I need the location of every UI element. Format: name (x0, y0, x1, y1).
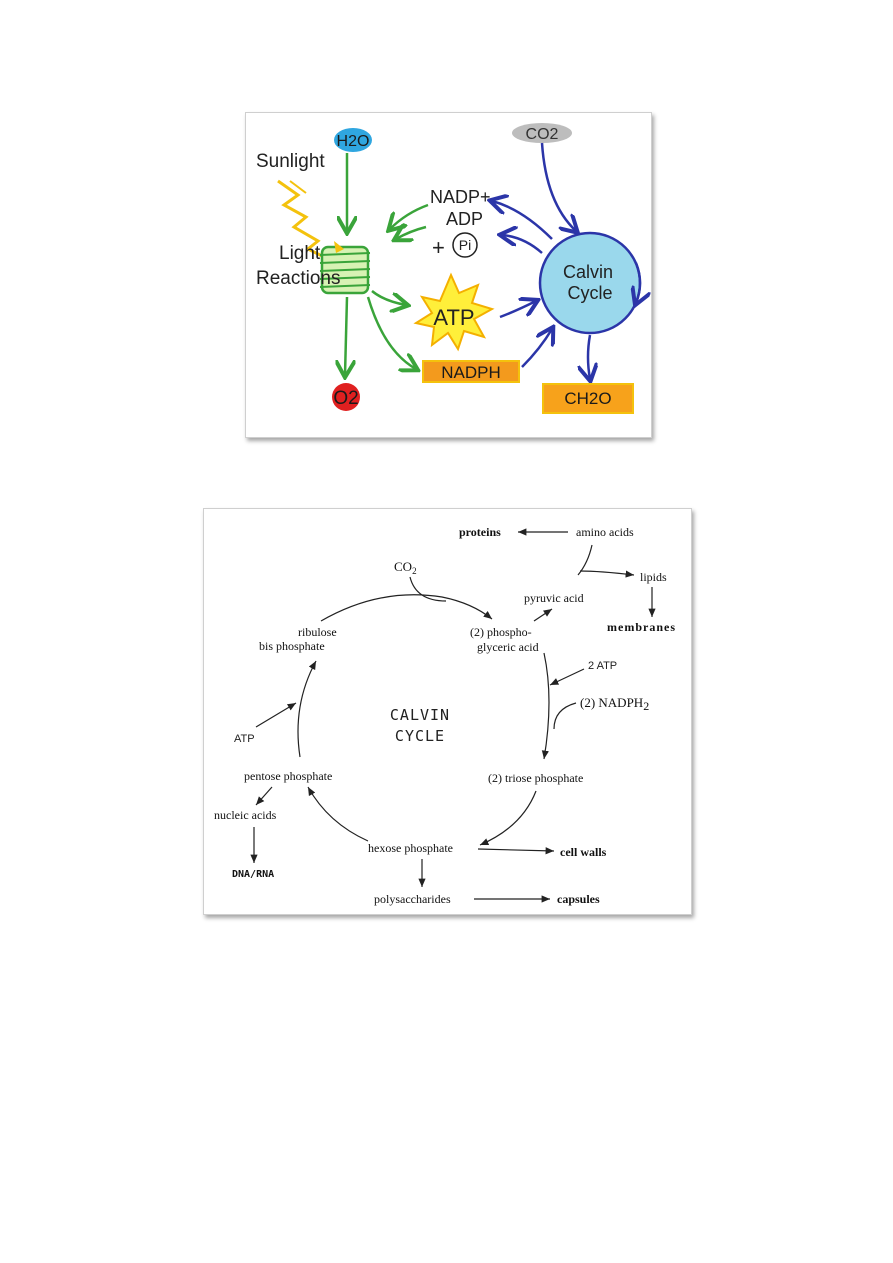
calvin-cycle-line2: Cycle (567, 283, 612, 303)
sunlight-ray (277, 179, 333, 263)
cell-walls-label: cell walls (560, 845, 607, 859)
polysaccharides-label: polysaccharides (374, 892, 451, 906)
cycle-arc-pga-to-triose (541, 652, 550, 760)
light-reactions-svg: H2O CO2 Sunlight Light Reactions NADP+ A… (256, 123, 651, 414)
membranes-label: membranes (607, 620, 676, 634)
arrow-hexose-to-cell-walls (477, 847, 555, 855)
arrow-calvin-to-nadp (492, 201, 553, 240)
atp-label: ATP (433, 305, 474, 330)
atp-left-label: ATP (234, 733, 255, 745)
ch2o-label: CH2O (564, 389, 611, 408)
calvin-cycle-svg: proteins amino acids lipids membranes py… (214, 525, 676, 906)
light-reactions-line2: Reactions (256, 268, 341, 289)
pi-label: Pi (459, 237, 471, 253)
triose-label: (2) triose phosphate (488, 771, 583, 785)
co2-badge (512, 123, 572, 143)
pyruvic-acid-label: pyruvic acid (524, 591, 584, 605)
arrow-nadp-to-light (390, 203, 429, 229)
pga-line2: glyceric acid (477, 640, 539, 654)
nadph-label-calvin: (2) NADPH2 (580, 695, 649, 713)
nadph-subscript: 2 (643, 699, 649, 713)
thylakoid-stack-icon (319, 241, 371, 295)
pi-circle (452, 232, 478, 258)
arrow-adp-to-light (396, 227, 427, 239)
arrow-pentose-to-nucleic (255, 786, 273, 806)
nucleic-acids-label: nucleic acids (214, 808, 277, 822)
ribulose-line2: bis phosphate (259, 639, 325, 653)
plus-sign: + (432, 235, 445, 260)
arrow-pyruvic-to-lipids (579, 570, 635, 578)
calvin-cycle-diagram: proteins amino acids lipids membranes py… (203, 508, 692, 915)
arrow-co2-to-calvin (540, 142, 576, 231)
atp-starburst (413, 272, 495, 352)
h2o-label: H2O (337, 133, 370, 150)
nadph-label: NADPH (441, 363, 501, 382)
sunlight-ray-2 (289, 180, 307, 194)
co2-label-calvin: CO2 (394, 559, 417, 576)
nadp-label: NADP+ (430, 187, 491, 207)
light-reactions-line1: Light (279, 243, 321, 264)
dna-rna-label: DNA/RNA (232, 869, 274, 880)
nadph-base: (2) NADPH (580, 695, 643, 710)
capsules-label: capsules (557, 892, 600, 906)
cycle-arc-triose-to-hexose (479, 790, 537, 846)
cycle-arc-ribulose-to-pga (320, 594, 493, 622)
co2-label: CO2 (526, 126, 559, 143)
o2-badge (332, 383, 360, 411)
cycle-arc-hexose-to-pentose (307, 786, 369, 842)
arrow-light-to-atp (371, 290, 406, 305)
arrow-calvin-to-ch2o (588, 334, 590, 379)
h2o-badge (334, 128, 372, 152)
proteins-label: proteins (459, 525, 501, 539)
arrow-light-to-o2 (345, 296, 347, 375)
arrow-pyruvic-to-amino (577, 544, 593, 576)
arrow-calvin-loop (636, 262, 640, 303)
lipids-label: lipids (640, 570, 667, 584)
sunlight-label: Sunlight (256, 151, 325, 172)
arrow-pga-to-pyruvic (533, 608, 553, 622)
co2-subscript: 2 (412, 566, 417, 576)
nadph-box (422, 360, 520, 383)
co2-base: CO (394, 559, 412, 574)
arrow-nadph-to-calvin (521, 329, 552, 368)
arrow-atp-left-into-cycle (255, 702, 297, 728)
adp-label: ADP (446, 209, 483, 229)
calvin-cycle-line1: Calvin (563, 262, 613, 282)
o2-label: O2 (333, 388, 358, 409)
ch2o-box (542, 383, 634, 414)
calvin-cycle-title-line2: CYCLE (395, 727, 445, 745)
arrow-light-to-nadph (366, 296, 416, 369)
hexose-label: hexose phosphate (368, 841, 453, 855)
arrow-nadph-into-cycle (553, 702, 577, 730)
light-reactions-diagram: H2O CO2 Sunlight Light Reactions NADP+ A… (245, 112, 652, 438)
arrow-co2-into-cycle (409, 576, 447, 602)
ribulose-line1: ribulose (298, 625, 337, 639)
arrow-atp-into-cycle (549, 668, 585, 686)
calvin-cycle-title-line1: CALVIN (390, 706, 450, 724)
arrow-calvin-to-adp (502, 235, 543, 254)
atp-top-label: 2 ATP (588, 660, 617, 672)
amino-acids-label: amino acids (576, 525, 634, 539)
pentose-label: pentose phosphate (244, 769, 332, 783)
cycle-arc-pentose-to-ribulose (297, 660, 317, 758)
pga-line1: (2) phospho- (470, 625, 532, 639)
arrow-atp-to-calvin (499, 301, 536, 319)
